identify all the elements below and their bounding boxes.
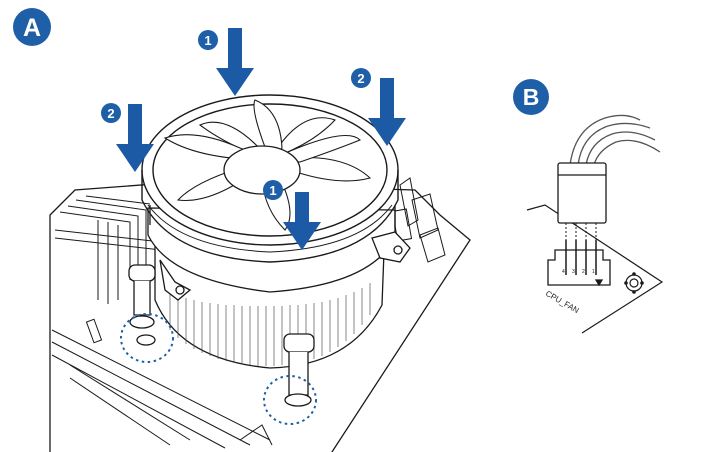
svg-text:2: 2 [357,71,364,86]
step-badge-push-center: 1 [198,30,218,50]
panel-b: B [513,79,664,334]
svg-text:1: 1 [204,33,211,48]
push-arrows [116,28,406,250]
header-pin-numbers: 4 3 2 1 [562,269,595,275]
svg-text:1: 1 [592,269,595,275]
mounting-hole [624,272,644,294]
motherboard-corner [526,204,664,334]
arrow-front [283,192,321,250]
svg-text:2: 2 [582,269,585,275]
expansion-slots [51,318,271,449]
cooler-fan [141,94,399,263]
fan-connector-plug [557,162,607,224]
panel-a-badge: A [13,8,51,46]
step-badge-push-right: 2 [351,68,371,88]
pin-highlight-front [263,375,317,425]
panel-a-label: A [23,14,41,42]
push-pin-front [283,333,315,407]
svg-text:1: 1 [269,183,276,198]
fan-cable [569,114,661,166]
cpu-fan-label: CPU_FAN [544,289,581,315]
step-badge-push-left: 2 [101,103,121,123]
panel-a: A [13,8,471,452]
push-pin-left [128,264,156,346]
svg-text:2: 2 [107,106,114,121]
panel-b-label: B [523,84,540,110]
board-components [239,177,446,446]
heatsink-fins [169,283,371,366]
step-badge-push-front: 1 [263,180,283,200]
memory-slots [54,195,171,304]
arrow-right [368,78,406,146]
cpu-fan-header [547,240,611,287]
pin-highlight-left [120,313,174,363]
arrow-top-center [216,28,254,96]
svg-text:4: 4 [562,269,565,275]
fan-hub [223,145,301,195]
pin-highlight-circles [120,313,317,425]
svg-text:3: 3 [572,269,575,275]
step-badges: 1 1 2 2 [101,30,371,200]
header-pins [565,240,597,275]
arrow-left [116,104,154,172]
panel-b-badge: B [513,79,549,115]
